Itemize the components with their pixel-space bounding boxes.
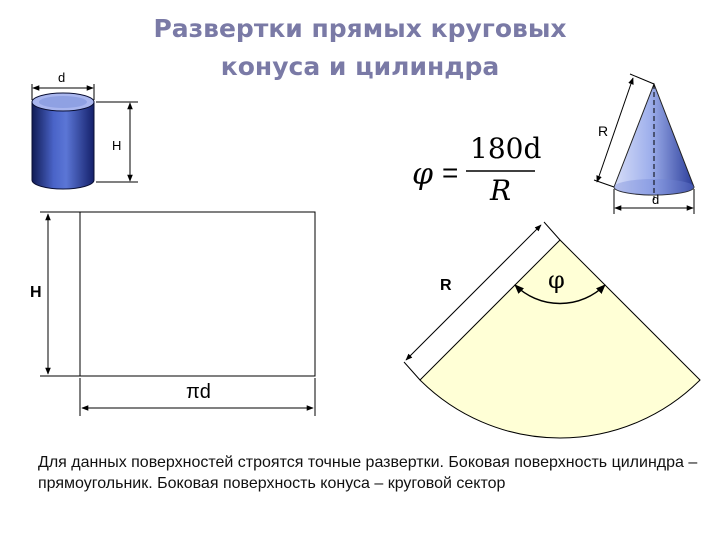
sector-angle-arc — [514, 284, 606, 305]
development-rectangle — [79, 211, 316, 377]
cylinder-development: H πd — [30, 211, 316, 416]
formula-phi: φ — [412, 157, 433, 192]
cone-R-label: R — [598, 123, 608, 139]
caption-text: Для данных поверхностей строятся точные … — [38, 454, 698, 492]
development-sector — [419, 239, 701, 439]
formula-denominator: R — [489, 174, 511, 207]
formula-equals: = — [442, 157, 458, 188]
rectangle-H-label: H — [30, 284, 42, 301]
cylinder-d-label: d — [58, 70, 65, 85]
cylinder-height-dimension: H — [96, 101, 138, 183]
sector-phi-label: φ — [548, 266, 565, 294]
title-line-1: Развертки прямых круговых — [153, 14, 567, 43]
cone-development: R φ — [403, 221, 701, 439]
sector-R-label: R — [440, 277, 452, 294]
page-title: Развертки прямых круговых конуса и цилин… — [140, 10, 580, 86]
title-line-2: конуса и цилиндра — [220, 52, 500, 81]
cylinder — [31, 92, 95, 190]
cylinder-H-label: H — [112, 138, 121, 153]
cone-diameter-dimension: d — [613, 189, 695, 214]
formula-numerator: 180d — [470, 132, 541, 165]
formula: φ = 180d R — [412, 132, 541, 207]
rectangle-pid-label: πd — [186, 381, 211, 403]
cone — [613, 82, 695, 200]
cone-slant-dimension: R — [593, 73, 655, 188]
cylinder-diameter-dimension: d — [31, 70, 95, 100]
cone-d-label: d — [652, 192, 659, 207]
